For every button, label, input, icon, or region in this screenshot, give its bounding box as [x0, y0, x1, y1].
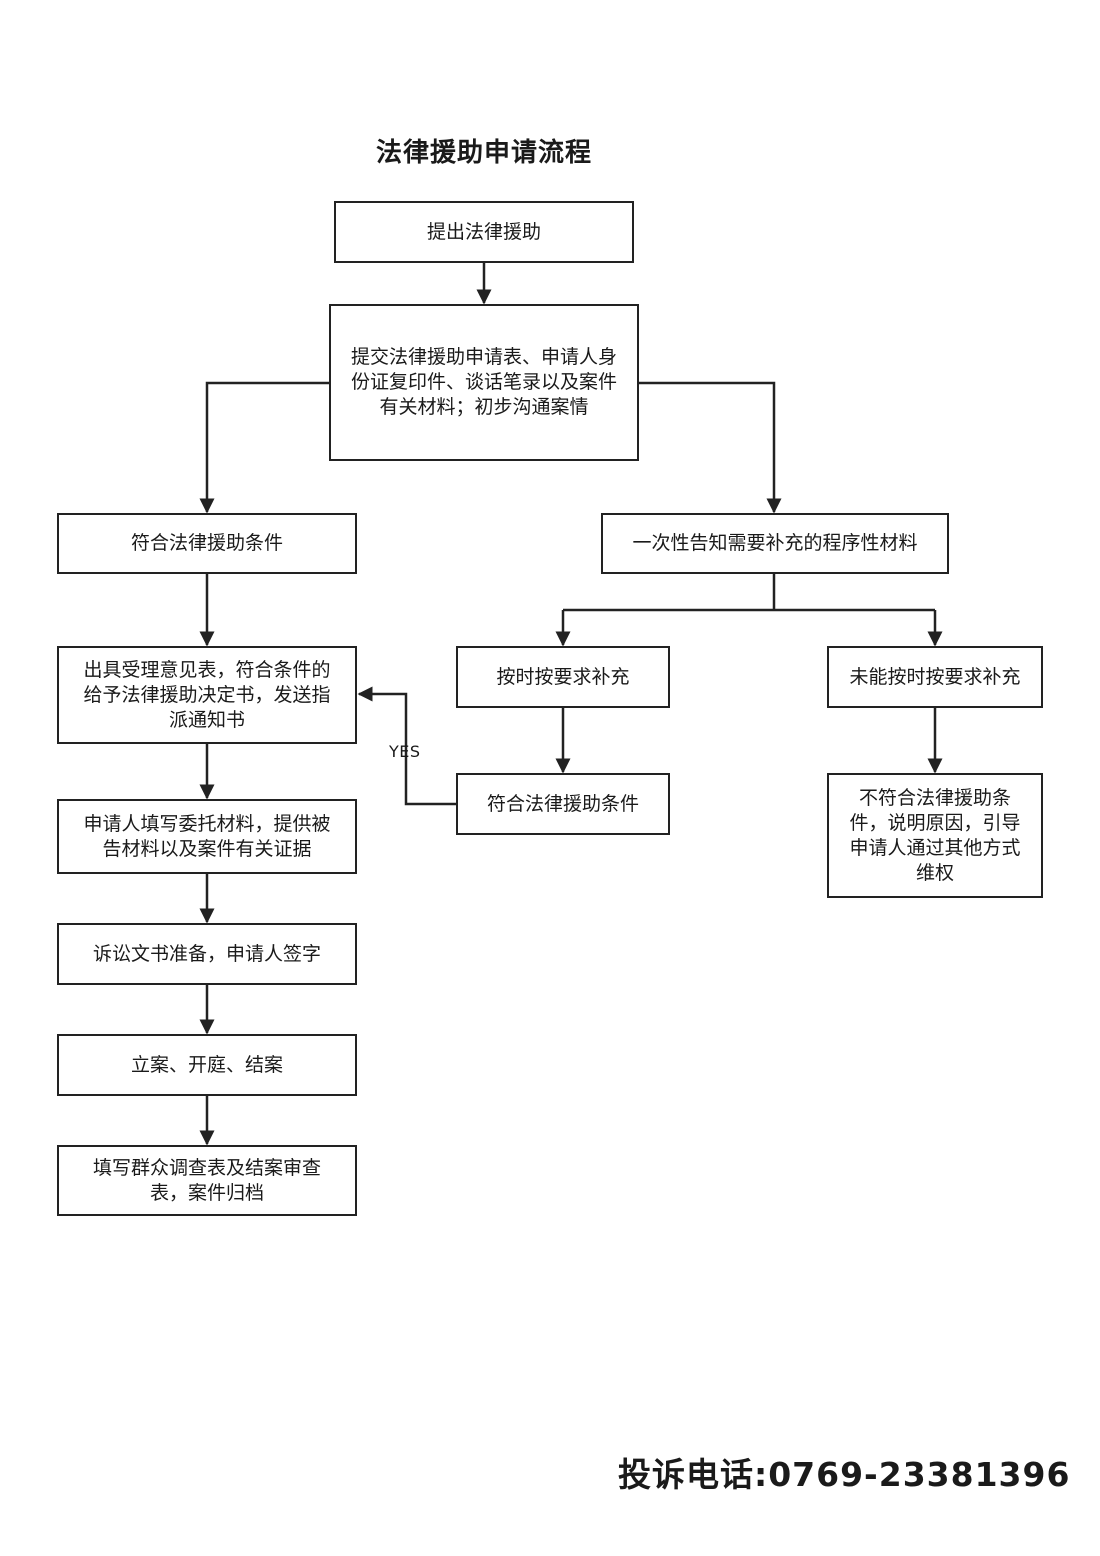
node-accept-decision: 出具受理意见表，符合条件的 给予法律援助决定书，发送指 派通知书	[57, 646, 357, 744]
edge-notify-split	[563, 574, 935, 612]
node-litigation-docs: 诉讼文书准备，申请人签字	[57, 923, 357, 985]
page-title: 法律援助申请流程	[375, 138, 592, 168]
edge-submit-to-notify	[639, 381, 782, 514]
complaint-hotline: 投诉电话:0769-23381396	[618, 1455, 1071, 1494]
node-submit-materials: 提交法律援助申请表、申请人身 份证复印件、谈话笔录以及案件 有关材料；初步沟通案…	[329, 304, 639, 461]
edge-yes-loop	[357, 686, 456, 806]
node-filing-trial-close: 立案、开庭、结案	[57, 1034, 357, 1096]
node-not-eligible: 不符合法律援助条 件，说明原因，引导 申请人通过其他方式 维权	[827, 773, 1043, 898]
edge-submit-to-eligible	[199, 381, 329, 514]
node-entrust-materials: 申请人填写委托材料，提供被 告材料以及案件有关证据	[57, 799, 357, 874]
node-survey-archive: 填写群众调查表及结案审查 表，案件归档	[57, 1145, 357, 1216]
node-apply: 提出法律援助	[334, 201, 634, 263]
node-notify-supplement: 一次性告知需要补充的程序性材料	[601, 513, 949, 574]
node-supplement-late: 未能按时按要求补充	[827, 646, 1043, 708]
node-supplement-ontime: 按时按要求补充	[456, 646, 670, 708]
node-eligible: 符合法律援助条件	[57, 513, 357, 574]
node-eligible-after-supplement: 符合法律援助条件	[456, 773, 670, 835]
edge-label-yes: YES	[389, 742, 421, 761]
